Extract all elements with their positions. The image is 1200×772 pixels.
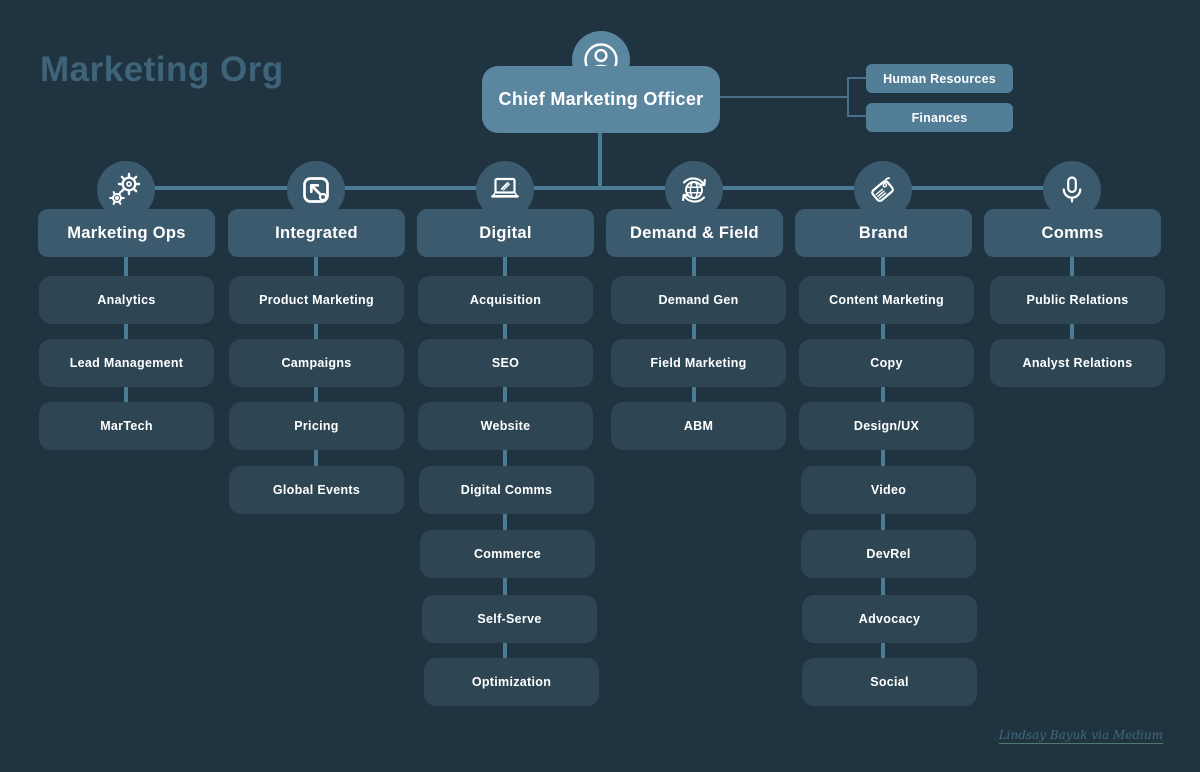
node-analytics: Analytics [39, 276, 214, 324]
connector-trunk-horizontal [126, 186, 1072, 190]
node-devrel: DevRel [801, 530, 976, 578]
gears-icon [109, 172, 141, 205]
connector-col-digital [503, 233, 507, 682]
dept-brand: Brand [795, 209, 972, 257]
connector-side-finances-stub [847, 115, 866, 117]
dept-digital: Digital [417, 209, 594, 257]
node-self-serve: Self-Serve [422, 595, 597, 643]
node-finances: Finances [866, 103, 1013, 132]
connector-col-brand [881, 233, 885, 682]
connector-col-demand-field [692, 233, 696, 426]
dept-demand-field: Demand & Field [606, 209, 783, 257]
connector-side-hr-stub [847, 77, 866, 79]
node-advocacy: Advocacy [802, 595, 977, 643]
attribution-link[interactable]: Lindsay Bayuk via Medium [998, 728, 1163, 744]
node-social: Social [802, 658, 977, 706]
node-pricing: Pricing [229, 402, 404, 450]
node-public-relations: Public Relations [990, 276, 1165, 324]
node-campaigns: Campaigns [229, 339, 404, 387]
node-digital-comms: Digital Comms [419, 466, 594, 514]
connector-col-marketing-ops [124, 233, 128, 426]
dept-comms: Comms [984, 209, 1161, 257]
laptop-pencil-icon [491, 177, 519, 198]
node-human-resources: Human Resources [866, 64, 1013, 93]
connector-root-vertical [598, 130, 602, 190]
page-title: Marketing Org [40, 50, 284, 89]
microphone-icon [1062, 176, 1082, 203]
node-analyst-relations: Analyst Relations [990, 339, 1165, 387]
dept-integrated: Integrated [228, 209, 405, 257]
dept-marketing-ops: Marketing Ops [38, 209, 215, 257]
node-content-marketing: Content Marketing [799, 276, 974, 324]
node-lead-management: Lead Management [39, 339, 214, 387]
connector-side-bracket [847, 77, 849, 117]
node-acquisition: Acquisition [418, 276, 593, 324]
node-optimization: Optimization [424, 658, 599, 706]
node-video: Video [801, 466, 976, 514]
node-seo: SEO [418, 339, 593, 387]
node-chief-marketing-officer: Chief Marketing Officer [482, 66, 720, 133]
globe-sync-icon [682, 177, 706, 203]
node-martech: MarTech [39, 402, 214, 450]
node-demand-gen: Demand Gen [611, 276, 786, 324]
connector-root-to-side [720, 96, 848, 98]
node-global-events: Global Events [229, 466, 404, 514]
node-field-marketing: Field Marketing [611, 339, 786, 387]
node-design-ux: Design/UX [799, 402, 974, 450]
node-website: Website [418, 402, 593, 450]
tag-icon [871, 177, 894, 202]
node-product-marketing: Product Marketing [229, 276, 404, 324]
node-commerce: Commerce [420, 530, 595, 578]
node-copy: Copy [799, 339, 974, 387]
arrow-box-icon [303, 177, 329, 203]
node-abm: ABM [611, 402, 786, 450]
